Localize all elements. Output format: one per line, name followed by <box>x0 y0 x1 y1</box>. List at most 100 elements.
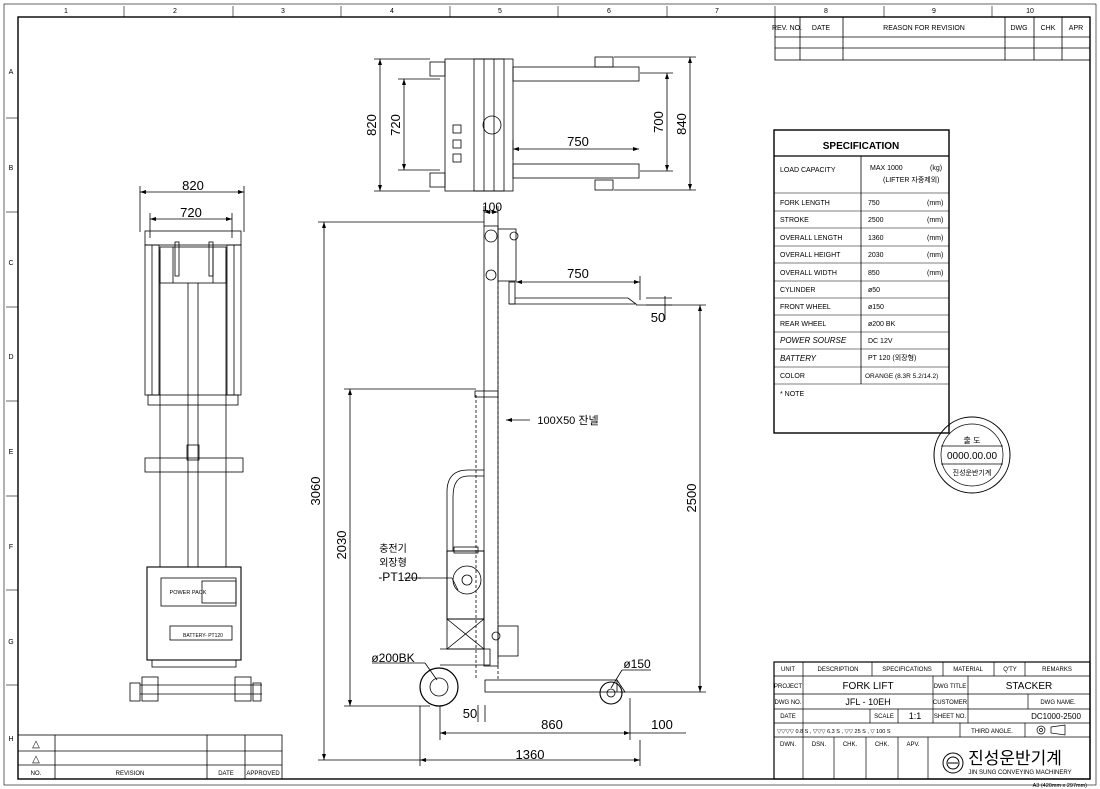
tb-remarks: REMARKS <box>1042 667 1072 673</box>
company-logo-icon <box>942 752 964 774</box>
dim-front-820: 820 <box>182 178 204 193</box>
row-H: H <box>8 736 13 743</box>
spec-label-front-wheel: FRONT WHEEL <box>780 304 831 311</box>
spec-unit-length: (mm) <box>927 235 943 242</box>
spec-label-power: POWER SOURSE <box>780 336 847 345</box>
spec-value-length: 1360 <box>868 235 884 242</box>
rev-date-header: DATE <box>812 25 830 32</box>
tb-surface: ▽▽▽▽ 0.8 S , ▽▽▽ 6.3 S , ▽▽ 25 S , ▽ 100… <box>777 729 891 735</box>
spec-label-length: OVERALL LENGTH <box>780 235 842 242</box>
left-rev-approved: APPROVED <box>246 771 280 777</box>
dim-top-820: 820 <box>364 114 379 136</box>
rev-triangle-1: △ <box>32 739 40 750</box>
spec-value-rear-wheel: ø200 BK <box>868 321 896 328</box>
sheet-border <box>17 16 1091 780</box>
tb-specifications: SPECIFICATIONS <box>882 667 932 673</box>
dim-top-700: 700 <box>651 111 666 133</box>
row-G: G <box>8 639 13 646</box>
column-markers: 1 2 3 4 5 6 7 8 9 10 <box>64 8 1034 15</box>
spec-value-cylinder: ø50 <box>868 287 880 294</box>
spec-value-load: MAX 1000 <box>870 165 903 172</box>
spec-unit-width: (mm) <box>927 270 943 277</box>
tb-company-en: JIN SUNG CONVEYING MACHINERY <box>968 770 1071 776</box>
label-rear-wheel: ø200BK <box>371 651 414 665</box>
dim-side-100-top: 100 <box>482 200 502 214</box>
col-1: 1 <box>64 8 68 15</box>
row-D: D <box>8 354 13 361</box>
rev-triangle-2: △ <box>32 754 40 765</box>
dim-top-840: 840 <box>674 113 689 135</box>
row-markers: A B C D E F G H <box>8 69 13 743</box>
spec-label-cylinder: CYLINDER <box>780 287 815 294</box>
row-A: A <box>9 69 14 76</box>
left-revision-block <box>17 734 283 780</box>
dim-side-860: 860 <box>541 717 563 732</box>
spec-label-battery: BATTERY <box>780 354 817 363</box>
spec-label-rear-wheel: REAR WHEEL <box>780 321 826 328</box>
row-F: F <box>9 544 13 551</box>
dim-top-750: 750 <box>567 134 589 149</box>
left-rev-date: DATE <box>218 771 234 777</box>
tb-scale: 1:1 <box>909 711 922 721</box>
dim-side-2500: 2500 <box>684 484 699 513</box>
front-view <box>129 186 262 702</box>
tb-project-label: PROJECT <box>774 684 802 690</box>
dim-side-2030: 2030 <box>334 531 349 560</box>
spec-value-height: 2030 <box>868 252 884 259</box>
spec-label-width: OVERALL WIDTH <box>780 270 837 277</box>
outer-frame <box>3 3 1097 786</box>
spec-label-height: OVERALL HEIGHT <box>780 252 841 259</box>
rev-apr-header: APR <box>1069 25 1083 32</box>
spec-unit-load: (kg) <box>930 165 942 172</box>
spec-label-load: LOAD CAPACITY <box>780 167 836 174</box>
approval-stamp <box>933 416 1011 494</box>
stamp-center-top: 출 도 <box>964 435 981 445</box>
tb-unit: UNIT <box>781 667 795 673</box>
spec-value-color: ORANGE (8.3R 5.2/14.2) <box>865 373 938 380</box>
col-5: 5 <box>498 8 502 15</box>
spec-value2-load: (LIFTER 자중제외) <box>883 175 939 184</box>
spec-label-fork: FORK LENGTH <box>780 200 830 207</box>
dim-top-720: 720 <box>388 114 403 136</box>
col-9: 9 <box>932 8 936 15</box>
stamp-date: 0000.00.00 <box>947 451 997 462</box>
side-view <box>318 206 706 766</box>
spec-label-color: COLOR <box>780 373 805 380</box>
dim-front-720: 720 <box>180 205 202 220</box>
spec-value-power: DC 12V <box>868 338 893 345</box>
tb-sign-dsn: DSN. <box>812 742 827 748</box>
tb-date-label: DATE <box>780 714 796 720</box>
rev-no-header: REV. NO. <box>772 25 802 32</box>
tb-qty: Q'TY <box>1003 667 1016 673</box>
dim-side-750: 750 <box>567 266 589 281</box>
spec-title: SPECIFICATION <box>823 141 899 152</box>
col-6: 6 <box>607 8 611 15</box>
spec-value-stroke: 2500 <box>868 217 884 224</box>
tb-sign-dwn: DWN. <box>780 742 796 748</box>
tb-third-angle: THIRD ANGLE. <box>971 729 1013 735</box>
rev-reason-header: REASON FOR REVISION <box>883 25 965 32</box>
col-10: 10 <box>1026 8 1034 15</box>
tb-dwg-title: STACKER <box>1006 681 1053 692</box>
title-block <box>773 661 1091 780</box>
col-4: 4 <box>390 8 394 15</box>
spec-value-fork: 750 <box>868 200 880 207</box>
stamp-company: 진성운반기계 <box>953 468 992 477</box>
tb-scale-label: SCALE <box>874 714 894 720</box>
tb-sign-chk2: CHK. <box>875 742 890 748</box>
specification-table <box>773 129 950 434</box>
left-rev-revision: REVISION <box>116 771 145 777</box>
label-power-pack: POWER PACK <box>170 590 207 596</box>
dim-side-100-bottom: 100 <box>651 717 673 732</box>
label-front-wheel: ø150 <box>623 657 651 671</box>
row-B: B <box>9 165 14 172</box>
dim-side-50-bottom: 50 <box>463 706 477 721</box>
label-mast-channel: 100X50 잔넬 <box>537 414 598 427</box>
tb-description: DESCRIPTION <box>817 667 858 673</box>
col-8: 8 <box>824 8 828 15</box>
label-battery: BATTERY- PT120 <box>183 633 223 639</box>
top-view <box>374 56 696 192</box>
label-charger-1: 충전기 <box>379 543 407 555</box>
tb-sheet-label: SHEET NO. <box>934 714 967 720</box>
